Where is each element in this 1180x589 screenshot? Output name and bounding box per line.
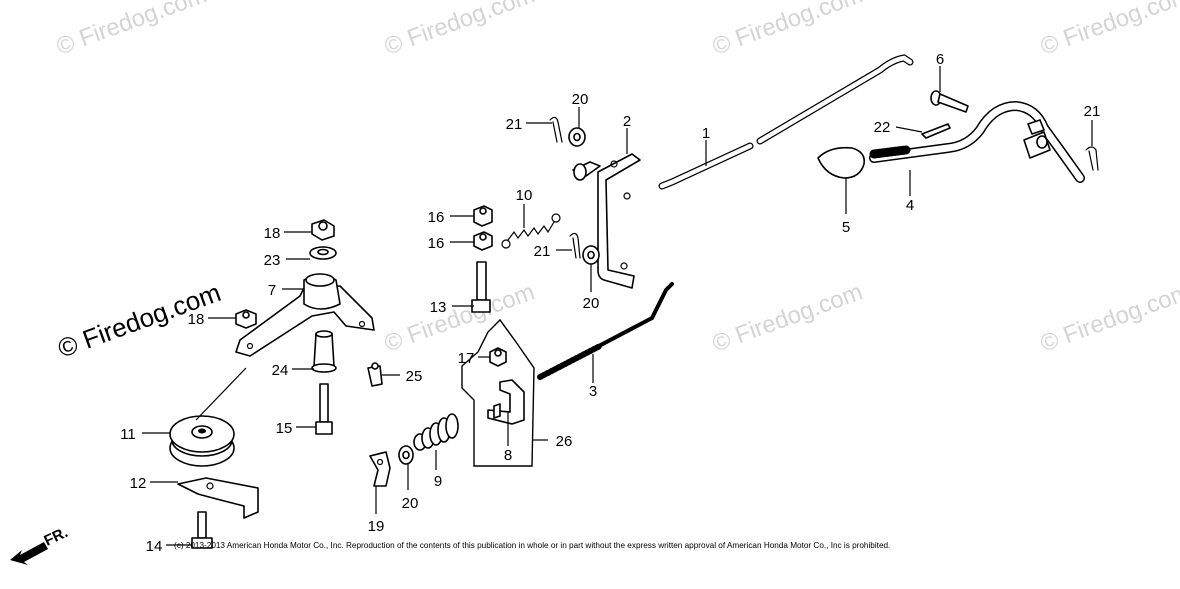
callout-20: 20 <box>572 91 589 108</box>
part-17-nut <box>489 347 507 367</box>
callout-17: 17 <box>458 350 475 367</box>
callout-18: 18 <box>264 225 281 242</box>
watermark: © Firedog.com <box>1037 0 1180 61</box>
part-20-washer <box>568 127 586 147</box>
callout-20: 20 <box>583 295 600 312</box>
callout-21: 21 <box>534 243 551 260</box>
callout-11: 11 <box>120 426 136 443</box>
part-7-tension-arm <box>235 273 375 357</box>
part-5-knob <box>817 146 866 179</box>
part-20-washer <box>582 245 600 265</box>
watermark-layer: © Firedog.com © Firedog.com © Firedog.co… <box>53 0 1180 364</box>
part-20-washer <box>398 445 414 465</box>
callout-20: 20 <box>402 495 419 512</box>
part-18-nut <box>311 219 335 241</box>
callout-24: 24 <box>272 362 289 379</box>
callout-13: 13 <box>430 299 447 316</box>
part-25-grease-fitting <box>367 362 383 387</box>
part-4-shift-lever <box>869 100 1085 183</box>
callout-2: 2 <box>623 113 631 130</box>
watermark: © Firedog.com <box>709 278 866 357</box>
callouts: 1 2 3 4 5 6 7 8 9 10 11 12 13 14 15 16 1… <box>120 51 1100 555</box>
callout-21: 21 <box>506 116 523 133</box>
part-11-pulley <box>169 415 235 467</box>
watermark: © Firedog.com <box>1037 278 1180 357</box>
part-6-pin <box>930 90 969 113</box>
callout-4: 4 <box>906 197 914 214</box>
callout-6: 6 <box>936 51 944 68</box>
callout-8: 8 <box>504 447 512 464</box>
leader-lines <box>142 66 1093 546</box>
callout-23: 23 <box>264 252 281 269</box>
copyright-notice: (c) 2013-2013 American Honda Motor Co., … <box>174 541 890 550</box>
watermark: © Firedog.com <box>381 278 538 357</box>
callout-16: 16 <box>428 209 445 226</box>
part-21-cotter-pin <box>1085 146 1099 171</box>
callout-1: 1 <box>702 125 710 142</box>
part-13-bolt <box>471 261 491 313</box>
front-arrow-icon <box>10 542 48 565</box>
part-21-cotter-pin <box>549 116 563 143</box>
callout-26: 26 <box>556 433 573 450</box>
part-2-lever <box>572 153 641 289</box>
callout-7: 7 <box>268 282 276 299</box>
part-9-spring <box>413 413 459 451</box>
callout-14: 14 <box>146 538 163 555</box>
callout-21: 21 <box>1084 103 1101 120</box>
part-1-rod <box>658 54 914 190</box>
part-22-clip <box>921 123 951 139</box>
callout-12: 12 <box>130 475 147 492</box>
callout-19: 19 <box>368 518 385 535</box>
part-15-bolt <box>315 383 333 435</box>
callout-25: 25 <box>406 368 423 385</box>
part-26-kit-outline <box>461 318 535 467</box>
callout-15: 15 <box>276 420 293 437</box>
direction-label: FR. <box>42 524 71 550</box>
watermark: © Firedog.com <box>381 0 538 61</box>
watermark: © Firedog.com <box>53 0 210 61</box>
part-21-cotter-pin <box>569 232 581 259</box>
part-12-plate <box>177 477 259 519</box>
part-16-nut <box>473 205 493 227</box>
callout-9: 9 <box>434 473 442 490</box>
callout-5: 5 <box>842 219 850 236</box>
callout-3: 3 <box>589 383 597 400</box>
callout-22: 22 <box>874 119 891 136</box>
part-19-clip <box>369 451 391 487</box>
part-14-bolt <box>191 511 213 549</box>
front-direction-indicator: FR. <box>10 524 71 565</box>
part-16-nut <box>473 231 493 251</box>
part-8-bracket <box>487 379 525 425</box>
callout-18: 18 <box>188 311 205 328</box>
callout-16: 16 <box>428 235 445 252</box>
part-18-nut <box>235 309 257 329</box>
watermark: © Firedog.com <box>709 0 866 61</box>
part-10-spring <box>501 213 561 249</box>
part-23-washer <box>309 246 337 260</box>
part-3-threaded-rod <box>537 282 674 380</box>
callout-10: 10 <box>516 187 533 204</box>
part-24-collar <box>311 330 337 373</box>
